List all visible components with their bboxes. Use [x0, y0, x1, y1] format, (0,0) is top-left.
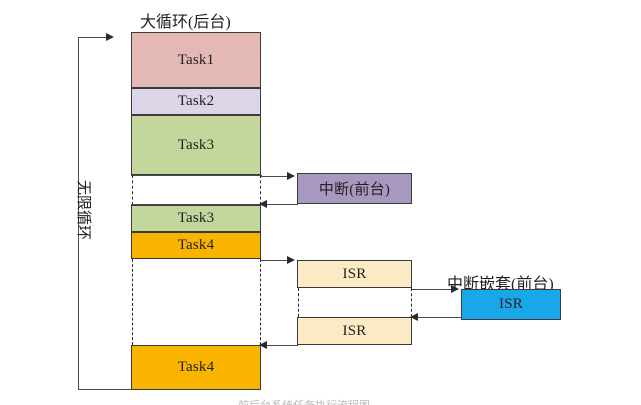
suspend-dash-right-1 [260, 175, 261, 205]
loop-arrow-icon [106, 32, 114, 41]
interrupt-box-label: 中断(前台) [318, 182, 391, 198]
isr-block-top: ISR [297, 260, 412, 288]
nested-isr-label: ISR [499, 296, 523, 312]
interrupt-enter-arrow-icon [287, 171, 295, 180]
nested-return-arrow-icon [410, 312, 418, 321]
task-block-label: Task4 [177, 359, 215, 375]
task-block-label: Task3 [177, 210, 215, 226]
suspend-dash-right-2 [260, 259, 261, 345]
figure-caption: 前后台系统任务执行流程图 [238, 397, 370, 405]
isr-block-label: ISR [342, 265, 367, 282]
isr-enter-line [261, 260, 289, 261]
task-block-label: Task1 [177, 51, 215, 68]
isr-enter-arrow-icon [287, 255, 295, 264]
suspend-dash-left-2 [132, 259, 133, 345]
task-block-task4-first: Task4 [131, 232, 261, 259]
task-block-task1: Task1 [131, 32, 261, 88]
task-block-label: Task3 [177, 136, 215, 153]
nested-interrupt-label: 中断嵌套(前台) [447, 276, 554, 293]
isr-return-line [266, 345, 298, 346]
loop-bracket-top [78, 37, 112, 38]
gap1-bottom-edge [131, 204, 262, 205]
gap1-top-edge [131, 175, 262, 176]
isr-suspend-dash-right [411, 288, 412, 317]
isr-block-bottom: ISR [297, 317, 412, 345]
loop-bracket-vertical [78, 37, 79, 389]
page-title: 大循环(后台) [140, 14, 231, 31]
task-block-task3-resume: Task3 [131, 205, 261, 232]
loop-label: 无限循环 [75, 180, 91, 241]
interrupt-return-line [266, 204, 298, 205]
loop-bracket-bottom [78, 389, 132, 390]
isr-return-arrow-icon [259, 340, 267, 349]
task-block-task4-resume: Task4 [131, 345, 261, 390]
interrupt-return-arrow-icon [259, 199, 267, 208]
task-block-label: Task2 [177, 93, 215, 109]
nested-return-line [417, 317, 462, 318]
nested-enter-arrow-icon [451, 284, 459, 293]
isr-block-label: ISR [342, 322, 367, 339]
task-block-task3-first: Task3 [131, 115, 261, 175]
task-block-task2: Task2 [131, 88, 261, 115]
task-block-label: Task4 [177, 237, 215, 253]
suspend-dash-left-1 [132, 175, 133, 205]
nested-enter-line [412, 289, 453, 290]
isr-suspend-dash-left [298, 288, 299, 317]
interrupt-box: 中断(前台) [297, 173, 412, 204]
interrupt-enter-line [261, 176, 289, 177]
nested-isr-box: ISR [461, 289, 561, 320]
